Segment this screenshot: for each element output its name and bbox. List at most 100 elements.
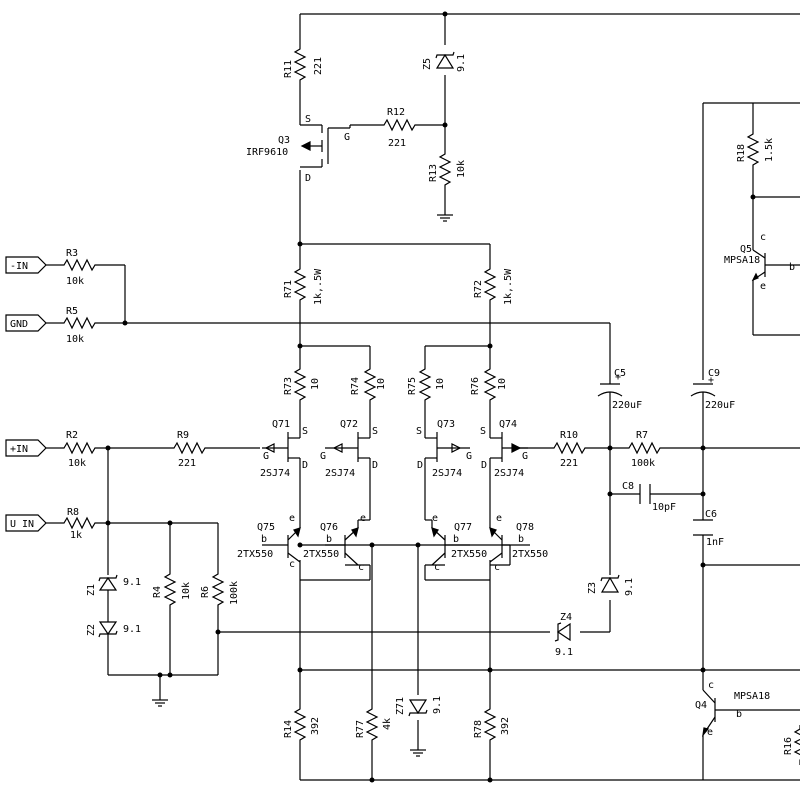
r72-value: 1k,.5W: [503, 268, 514, 305]
grounds: [152, 214, 453, 757]
z3-value: 9.1: [624, 578, 635, 596]
q73-pin-s: S: [416, 426, 422, 437]
c8-ref: C8: [622, 481, 634, 492]
q71-pin-s: S: [302, 426, 308, 437]
jfet-q74: [489, 430, 528, 465]
r12-value: 221: [388, 138, 406, 149]
r12-ref: R12: [387, 107, 405, 118]
r18-value: 1.5k: [764, 138, 775, 162]
resistor-r75: [419, 364, 431, 406]
q4-pin-e: e: [707, 727, 713, 738]
r72-ref: R72: [473, 280, 484, 298]
r10-ref: R10: [560, 430, 578, 441]
zener-z3: [600, 574, 620, 593]
q76-pin-e: e: [360, 513, 366, 524]
r77-value: 4k: [382, 718, 393, 730]
plus-in-connector: +IN: [5, 439, 47, 457]
q71-part: 2SJ74: [260, 468, 290, 479]
q74-pin-d: D: [481, 460, 487, 471]
r7-value: 100k: [631, 458, 655, 469]
z5-ref: Z5: [422, 58, 433, 70]
r76-value: 10: [497, 378, 508, 390]
r77-ref: R77: [355, 720, 366, 738]
jfet-q73: [424, 430, 470, 465]
q4-ref: Q4: [695, 700, 707, 711]
r3-value: 10k: [66, 276, 84, 287]
q76-pin-c: c: [358, 562, 364, 573]
q72-pin-d: D: [372, 460, 378, 471]
q78-pin-b: b: [518, 534, 524, 545]
q78-pin-c: c: [494, 562, 500, 573]
q73-pin-d: D: [417, 460, 423, 471]
r13-value: 10k: [456, 160, 467, 178]
r10-value: 221: [560, 458, 578, 469]
bjt-q77: [425, 519, 470, 566]
resistor-r9: [169, 442, 211, 454]
resistor-r16: [794, 724, 800, 766]
q4-pin-b: b: [736, 709, 742, 720]
q73-pin-g: G: [466, 451, 472, 462]
r7-ref: R7: [636, 430, 648, 441]
resistor-r12: [379, 119, 421, 131]
q75-pin-e: e: [289, 513, 295, 524]
r11-ref: R11: [283, 60, 294, 78]
r73-value: 10: [310, 378, 321, 390]
r78-ref: R78: [473, 720, 484, 738]
resistor-r4: [164, 569, 176, 611]
q4-pin-c: c: [708, 680, 714, 691]
resistor-r7: [624, 442, 666, 454]
q75-pin-b: b: [261, 534, 267, 545]
q5-ref: Q5: [740, 244, 752, 255]
q4-part: MPSA18: [734, 691, 770, 702]
z1-value: 9.1: [123, 577, 141, 588]
r8-value: 1k: [70, 530, 82, 541]
q72-pin-s: S: [372, 426, 378, 437]
r3-ref: R3: [66, 248, 78, 259]
r74-ref: R74: [350, 377, 361, 395]
resistor-r77: [366, 704, 378, 746]
q74-part: 2SJ74: [494, 468, 524, 479]
r14-value: 392: [310, 717, 321, 735]
c5-plus: +: [615, 372, 621, 383]
c8-value: 10pF: [652, 502, 676, 513]
r18-ref: R18: [736, 144, 747, 162]
svg-text:+IN: +IN: [10, 444, 28, 455]
resistor-r5: [59, 317, 101, 329]
r8-ref: R8: [67, 507, 79, 518]
z3-ref: Z3: [587, 582, 598, 594]
resistor-r18: [747, 129, 759, 171]
resistor-r6: [212, 569, 224, 611]
input-connectors: -IN GND +IN U IN: [5, 256, 47, 532]
c9-plus: +: [708, 375, 714, 386]
zener-z4: [554, 622, 571, 642]
r4-ref: R4: [152, 586, 163, 598]
resistor-r13: [439, 149, 451, 191]
r71-ref: R71: [283, 280, 294, 298]
resistor-r78: [484, 704, 496, 746]
q5-pin-b: b: [789, 262, 795, 273]
q3-part: IRF9610: [246, 147, 288, 158]
q73-part: 2SJ74: [432, 468, 462, 479]
capacitor-c6: [693, 519, 713, 536]
resistor-r74: [364, 364, 376, 406]
q77-ref: Q77: [454, 522, 472, 533]
resistor-r8: [59, 517, 101, 529]
ground-z71: [410, 749, 426, 757]
ground-r13: [437, 214, 453, 222]
c5-ref: C5: [614, 368, 626, 379]
q72-ref: Q72: [340, 419, 358, 430]
q78-part: 2TX550: [512, 549, 548, 560]
resistor-r73: [294, 364, 306, 406]
zener-z71: [408, 699, 428, 717]
jfet-q71: [262, 430, 301, 465]
capacitors: C5 + 220uF C9 + 220uF C8 10pF C6 1nF: [597, 368, 735, 548]
resistor-r3: [59, 259, 101, 271]
r11-value: 221: [313, 57, 324, 75]
z2-value: 9.1: [123, 624, 141, 635]
z71-value: 9.1: [432, 696, 443, 714]
q74-pin-s: S: [480, 426, 486, 437]
wires: [46, 13, 800, 781]
r75-value: 10: [435, 378, 446, 390]
resistor-r11: [294, 44, 306, 86]
r14-ref: R14: [283, 720, 294, 738]
